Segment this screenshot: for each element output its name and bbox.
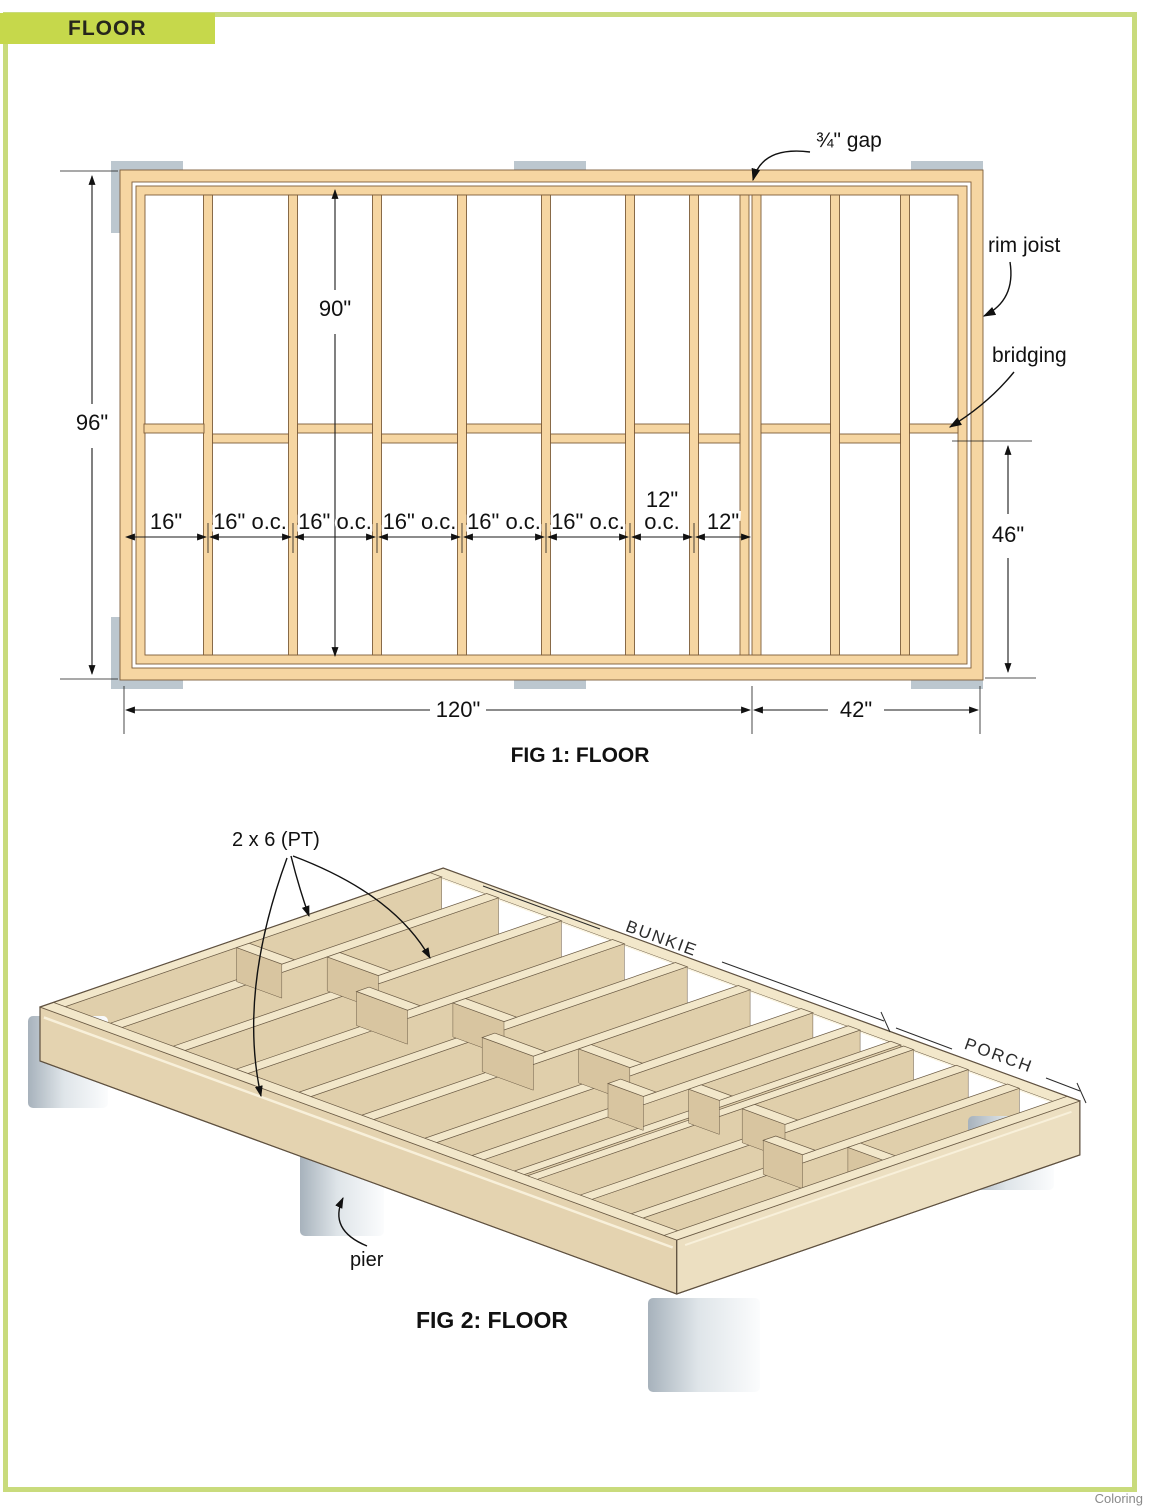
joist: [372, 194, 382, 656]
spacing-label: 16" o.c.: [551, 509, 625, 534]
fig2-caption: FIG 2: FLOOR: [416, 1307, 568, 1333]
dim-46: 46": [952, 440, 1036, 679]
frame-member: [355, 986, 422, 1011]
joist: [203, 194, 213, 656]
spacing-label: 16" o.c.: [213, 509, 287, 534]
spacing-label: 16" o.c.: [383, 509, 457, 534]
bridging-block: [909, 423, 959, 434]
joist: [751, 194, 762, 656]
bridging-block: [550, 433, 626, 444]
bridging-block: [381, 433, 458, 444]
frame-member: [687, 1084, 734, 1101]
spacing-label: 16" o.c.: [467, 509, 541, 534]
dim-90-label: 90": [319, 296, 351, 321]
frame-member: [762, 1135, 817, 1156]
credit-text: Coloring: [1094, 1491, 1143, 1506]
joist: [625, 194, 635, 656]
joist: [739, 194, 750, 656]
joist: [457, 194, 467, 656]
fig1-callouts: ¾" gap rim joist bridging: [751, 129, 1067, 428]
fig2-lumber-callout: 2 x 6 (PT): [232, 829, 431, 1098]
joist: [689, 194, 699, 656]
bridging-block: [760, 423, 831, 434]
joist: [900, 194, 910, 656]
dim-96: 96": [60, 170, 118, 680]
dim-46-label: 46": [992, 522, 1024, 547]
spacing-label: 12": [646, 487, 678, 512]
joist: [830, 194, 840, 656]
frame-member: [577, 1044, 644, 1068]
section-header: FLOOR: [0, 13, 215, 44]
dim-bottom: 120" 42": [123, 686, 981, 734]
dim-120-label: 120": [436, 697, 481, 722]
gap-callout-label: ¾" gap: [816, 129, 882, 152]
joist: [541, 194, 551, 656]
spacing-label: 16" o.c.: [298, 509, 372, 534]
bridging-block: [698, 433, 741, 444]
joist: [288, 194, 298, 656]
section-title: FLOOR: [68, 16, 147, 40]
spacing-label: 16": [150, 509, 182, 534]
spacing-label: 12": [707, 509, 739, 534]
bridging-block: [212, 433, 289, 444]
fig2-pier-callout: pier: [335, 1196, 384, 1271]
lumber-size-label: 2 x 6 (PT): [232, 829, 320, 851]
frame-member: [741, 1104, 799, 1125]
frame-member: [481, 1032, 547, 1057]
frame-member: [326, 952, 392, 976]
frame-member: [235, 942, 296, 965]
fig1-floor-plan: 96" 90" 46" 16"16" o.c.16" o.c.16" o.c.1…: [60, 129, 1067, 767]
bridging-block: [466, 423, 542, 434]
dim-42-label: 42": [840, 697, 872, 722]
pier-label: pier: [350, 1249, 384, 1271]
bridging-block: [143, 423, 205, 434]
rim-joist-callout-label: rim joist: [988, 234, 1060, 257]
fig1-spacing-dimensions: 16" 16" o.c. 16" o.c. 16" o.c. 16" o.c. 16" o…: [125, 485, 751, 553]
frame-member: [451, 998, 518, 1022]
frame-member: [39, 867, 1081, 1295]
fig2-floor-isometric: BUNKIE PORCH 2 x 6 (PT) pier FIG 2: FLOO…: [28, 829, 1087, 1392]
fig1-rim-joists: [119, 169, 984, 681]
frame-member: [606, 1078, 657, 1097]
dim-96-label: 96": [76, 410, 108, 435]
bridging-block: [839, 433, 901, 444]
pier-block: [648, 1298, 760, 1392]
spacing-label: o.c.: [644, 509, 679, 534]
bridging-callout-label: bridging: [992, 344, 1067, 367]
fig2-frame: [28, 867, 1081, 1392]
dim-90: 90": [316, 189, 354, 657]
bridging-block: [634, 423, 690, 434]
fig1-caption: FIG 1: FLOOR: [511, 744, 650, 767]
